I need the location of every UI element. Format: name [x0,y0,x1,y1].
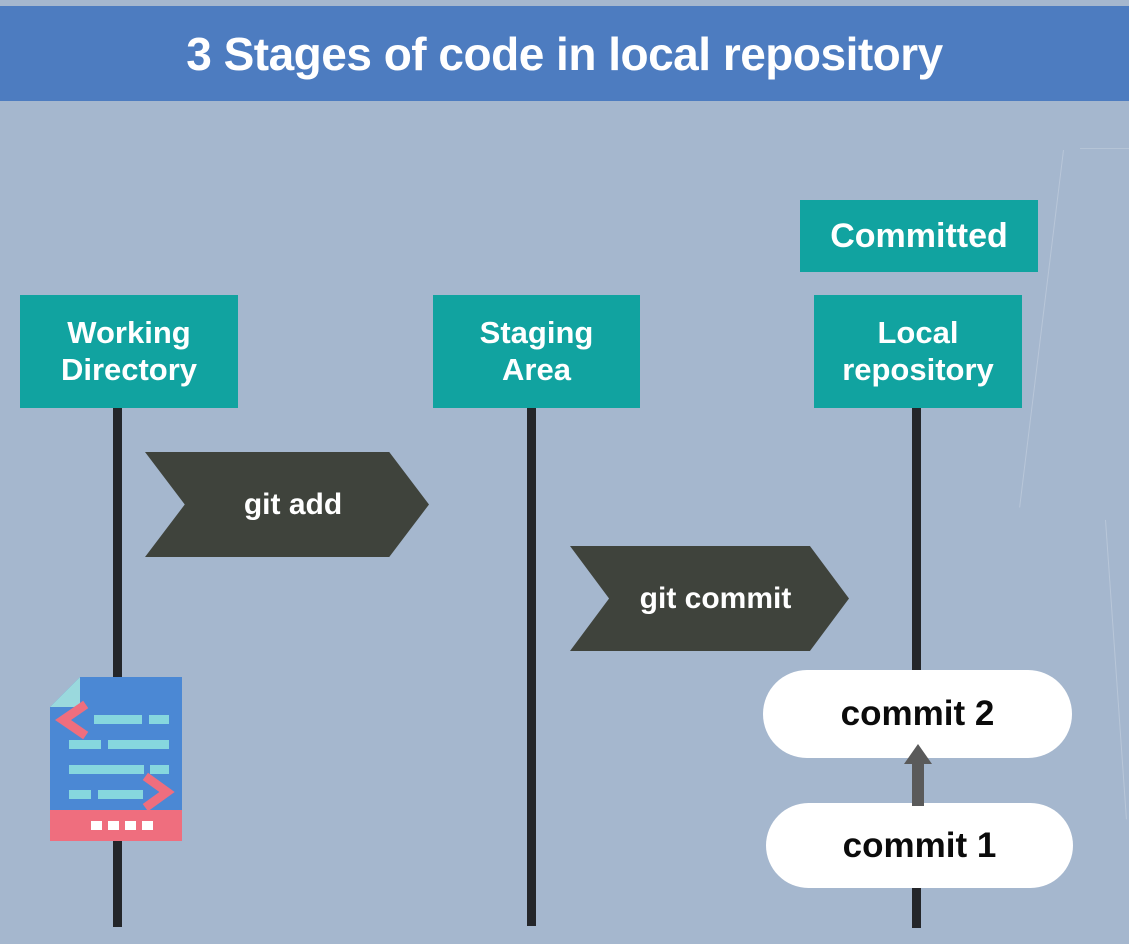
timeline-line-working-directory [113,408,122,927]
code-file-icon [50,677,182,841]
command-label-git-add: git add [243,487,343,521]
background-watermark-line [1080,148,1129,149]
stage-box-working-directory: Working Directory [20,295,238,408]
timeline-line-local-repository [912,408,921,670]
command-banner-git-commit: git commit [570,546,849,651]
stage-box-staging-area: Staging Area [433,295,640,408]
command-banner-git-add: git add [145,452,429,557]
timeline-line-local-repository [912,886,921,928]
page-title: 3 Stages of code in local repository [186,27,943,80]
stage-box-local-repository: Local repository [814,295,1022,408]
background-watermark-line [1105,519,1127,820]
timeline-line-staging-area [527,408,536,926]
command-label-git-commit: git commit [639,581,792,615]
arrow-up-icon [904,744,932,806]
status-badge-committed: Committed [800,200,1038,272]
title-banner: 3 Stages of code in local repository [0,6,1129,101]
commit-node-commit-1: commit 1 [766,803,1073,888]
commit-node-commit-2: commit 2 [763,670,1072,758]
